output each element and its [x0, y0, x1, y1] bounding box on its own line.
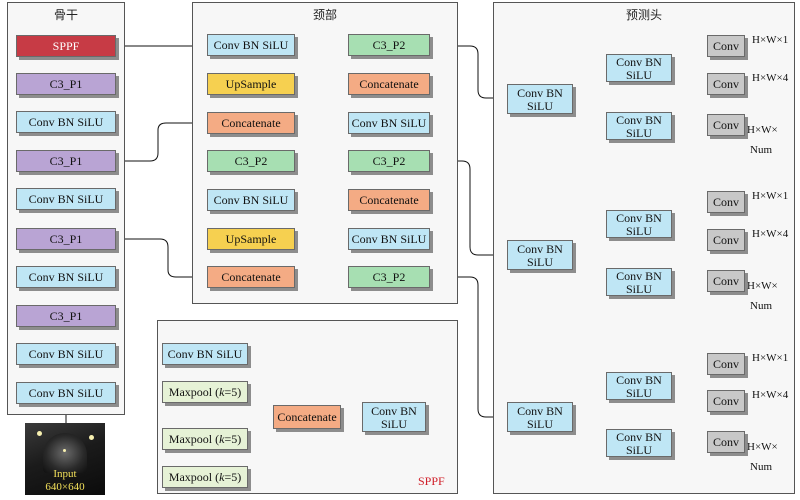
- neck-left-conv-1: Conv BN SiLU: [207, 34, 295, 56]
- sppf-maxpool-1: Maxpool (k=5): [162, 381, 248, 403]
- neck-right-c3-p2-top: C3_P2: [348, 34, 430, 56]
- backbone-conv-2: Conv BN SiLU: [16, 188, 116, 210]
- neck-right-concat-1: Concatenate: [348, 73, 430, 95]
- neck-left-concat-1: Concatenate: [207, 112, 295, 134]
- head-1-conv-3: Conv: [707, 114, 745, 136]
- head-3-out-1-label: H×W×1: [752, 352, 789, 364]
- head-3-out-3-label: H×W×: [747, 441, 778, 453]
- backbone-sppf: SPPF: [16, 35, 116, 57]
- input-label: Input: [53, 468, 77, 480]
- head-1-out-2-label: H×W×4: [752, 72, 789, 84]
- backbone-title: 骨干: [53, 8, 78, 22]
- neck-left-upsample-2: UpSample: [207, 228, 295, 250]
- neck-left-conv-2: Conv BN SiLU: [207, 189, 295, 211]
- arrow-c3p1-to-concat2: [119, 238, 205, 280]
- neck-right-conv-1: Conv BN SiLU: [348, 112, 430, 134]
- head-2-conv-1: Conv: [707, 191, 745, 213]
- sppf-maxpool-2: Maxpool (k=5): [162, 428, 248, 450]
- head-3-conv-3: Conv: [707, 431, 745, 453]
- head-3-out-2-label: H×W×4: [752, 389, 789, 401]
- head-1-conv-1: Conv: [707, 35, 745, 57]
- neck-title: 颈部: [312, 8, 337, 22]
- neck-left-upsample-1: UpSample: [207, 73, 295, 95]
- arrow-c3p1-to-concat1: [119, 120, 205, 162]
- backbone-conv-4: Conv BN SiLU: [16, 343, 116, 365]
- neck-right-concat-2: Concatenate: [348, 189, 430, 211]
- sppf-conv-in: Conv BN SiLU: [162, 343, 248, 365]
- sppf-maxpool-3: Maxpool (k=5): [162, 466, 248, 488]
- neck-right-conv-2: Conv BN SiLU: [348, 228, 430, 250]
- lamp-icon: [63, 449, 66, 452]
- arrow-neck-to-head-3: [433, 276, 505, 420]
- head-2-out-3-label: H×W×: [747, 280, 778, 292]
- backbone-c3-p1-4: C3_P1: [16, 305, 116, 327]
- neck-left-concat-2: Concatenate: [207, 266, 295, 288]
- lamp-icon: [89, 435, 94, 440]
- head-1-out-1-label: H×W×1: [752, 34, 789, 46]
- neck-right-c3-p2-mid: C3_P2: [348, 150, 430, 172]
- sppf-concat: Concatenate: [273, 405, 341, 429]
- head-3-conv-1: Conv: [707, 353, 745, 375]
- head-2-conv-3: Conv: [707, 270, 745, 292]
- backbone-c3-p1-3: C3_P1: [16, 228, 116, 250]
- head-title: 预测头: [625, 8, 662, 22]
- backbone-c3-p1-1: C3_P1: [16, 73, 116, 95]
- backbone-conv-1: Conv BN SiLU: [16, 111, 116, 133]
- backbone-conv-5: Conv BN SiLU: [16, 382, 116, 404]
- neck-right-c3-p2-bottom: C3_P2: [348, 266, 430, 288]
- head-2-out-1-label: H×W×1: [752, 190, 789, 202]
- arrow-neck-to-head-2: [433, 160, 505, 258]
- head-1-out-3-label-num: Num: [750, 144, 772, 156]
- head-2-conv-2: Conv: [707, 229, 745, 251]
- sppf-panel-label: SPPF: [418, 474, 445, 488]
- backbone-c3-p1-2: C3_P1: [16, 150, 116, 172]
- lamp-icon: [37, 431, 42, 436]
- neck-left-c3-p2: C3_P2: [207, 150, 295, 172]
- head-1-out-3-label: H×W×: [747, 124, 778, 136]
- head-3-conv-2: Conv: [707, 390, 745, 412]
- tunnel-shape: [43, 433, 87, 473]
- head-2-out-2-label: H×W×4: [752, 228, 789, 240]
- backbone-conv-3: Conv BN SiLU: [16, 266, 116, 288]
- head-3-out-3-label-num: Num: [750, 461, 772, 473]
- head-1-conv-2: Conv: [707, 73, 745, 95]
- arrow-neck-to-head-1: [433, 45, 505, 101]
- input-image: Input 640×640: [25, 423, 105, 495]
- input-size: 640×640: [45, 481, 85, 493]
- head-2-out-3-label-num: Num: [750, 300, 772, 312]
